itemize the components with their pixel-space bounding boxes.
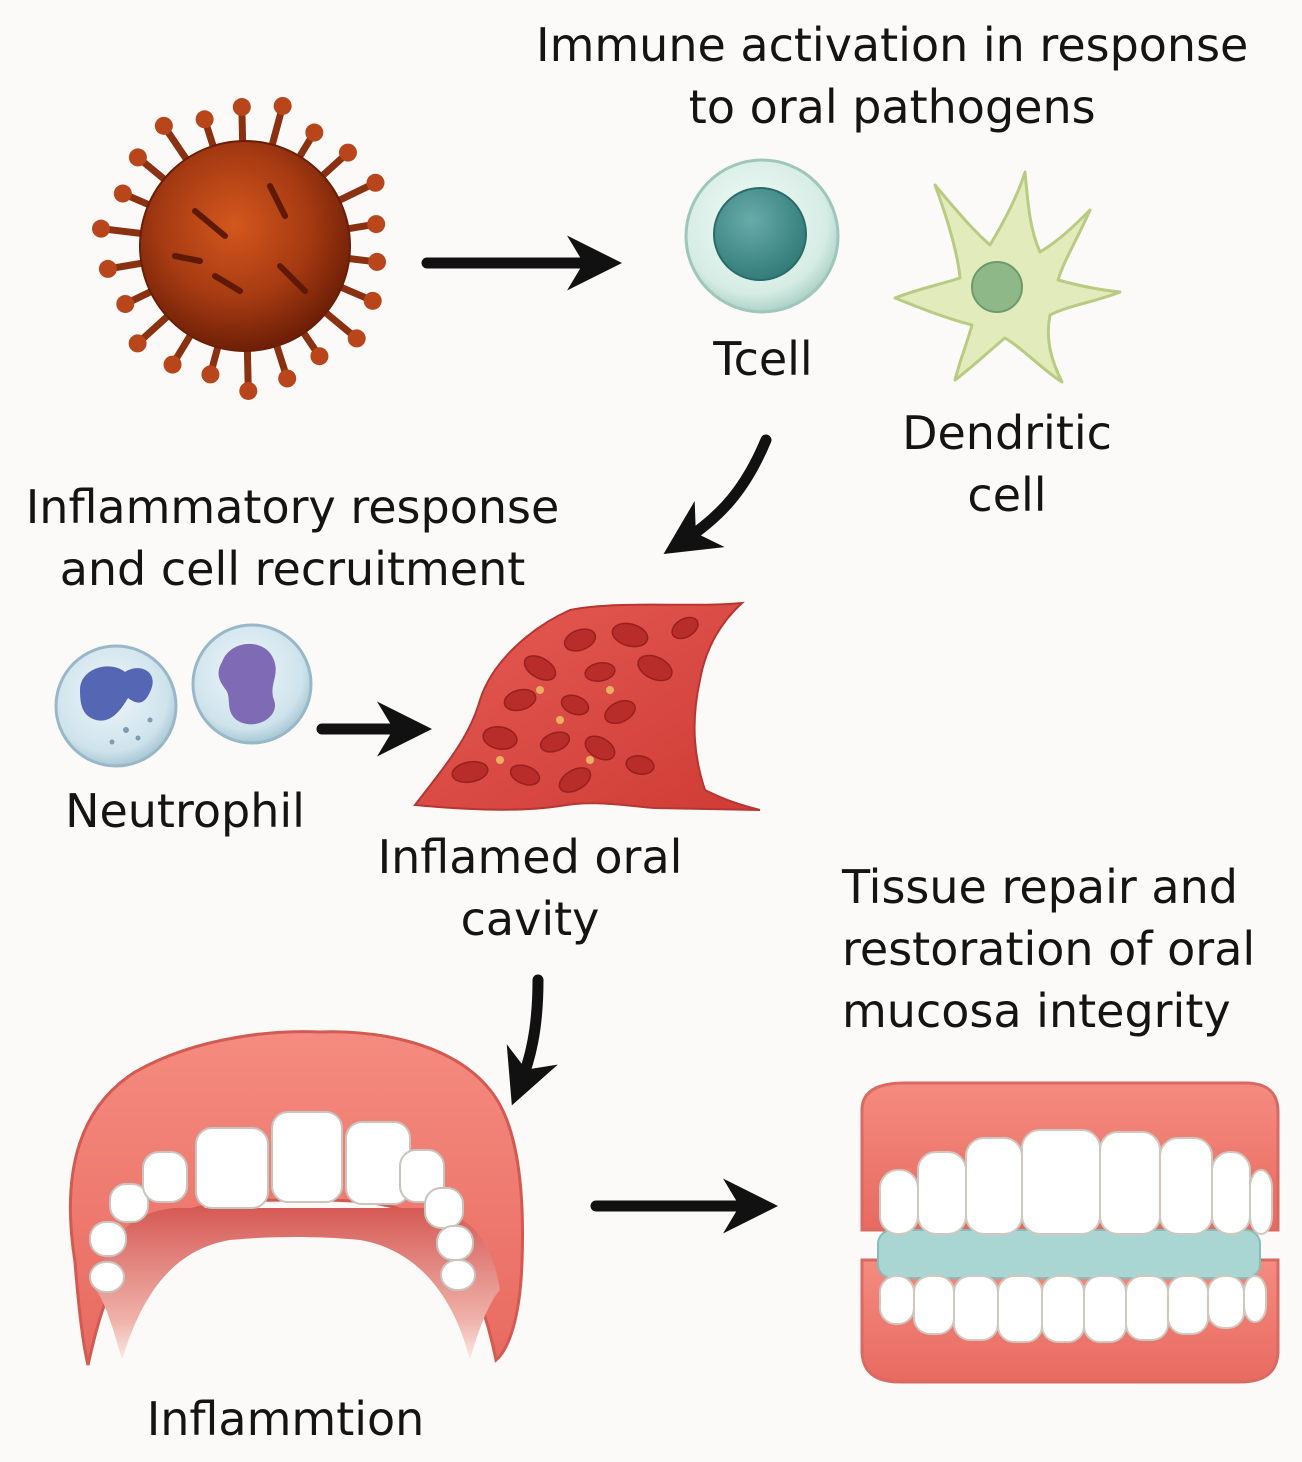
inflamed-mouth-icon [68,1030,524,1366]
heading-inflammatory-response: Inflammatory response and cell recruitme… [25,480,560,596]
dendritic-cell-icon [893,170,1122,384]
pathogen-virus-icon [92,96,387,400]
label-neutrophil: Neutrophil [65,784,305,838]
healthy-teeth-icon [860,1081,1280,1384]
label-inflamed-oral-cavity: Inflamed oral cavity [377,830,683,946]
heading-tissue-repair: Tissue repair and restoration of oral mu… [842,860,1256,1038]
flow-arrows [316,235,778,1234]
t-cell-icon [684,158,840,314]
label-dendritic-cell: Dendritic cell [902,406,1112,522]
arrow-tissue-to-mouth [506,974,558,1106]
heading-immune-activation: Immune activation in response to oral pa… [536,18,1249,134]
label-t-cell: Tcell [713,332,813,386]
arrow-tcell-to-tissue [663,434,772,554]
neutrophil-icon [54,623,313,768]
label-inflammation: Inflammtion [146,1392,425,1446]
inflamed-tissue-icon [413,601,761,811]
